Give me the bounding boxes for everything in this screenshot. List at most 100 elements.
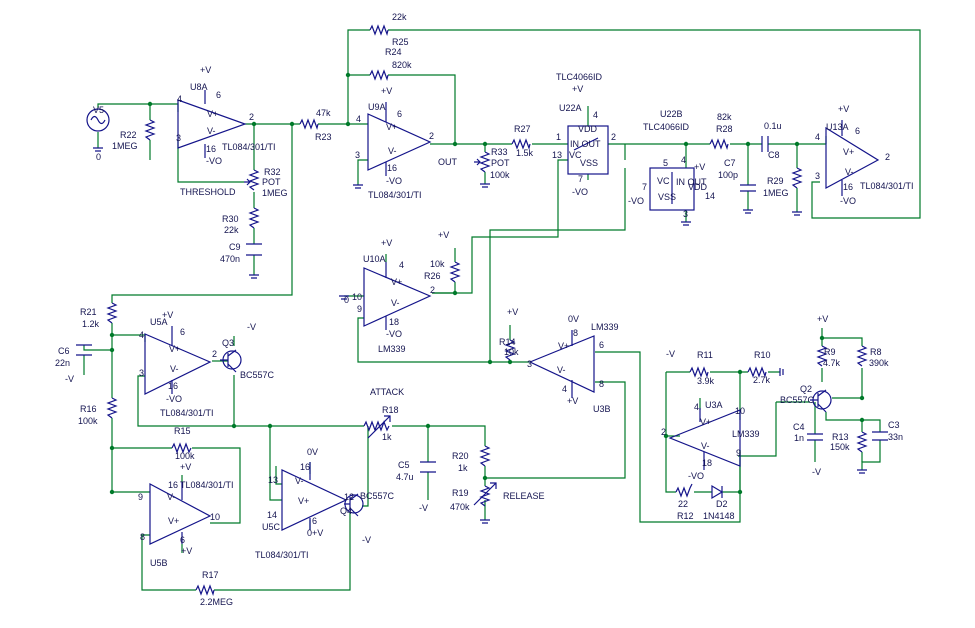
u3a-symbol [668,409,741,467]
label-u22bpv: +V [694,162,705,172]
label-u22bp4: 4 [681,155,686,165]
label-u8nv: -VO [206,156,222,166]
label-r9: R9 [824,347,836,357]
label-u3p6: 6 [599,340,604,350]
label-r32v: 1MEG [262,188,288,198]
label-u10p2: 2 [430,285,435,295]
label-u8vm: V- [207,126,216,136]
label-r15v: 100k [175,451,195,461]
label-release: RELEASE [503,491,545,501]
label-u9vp: V+ [386,122,397,132]
label-r11: R11 [697,350,713,360]
label-tlc1: TLC4066ID [556,72,603,82]
label-r8v: 390k [869,358,889,368]
label-pv4: +V [838,104,849,114]
label-u3part: LM339 [591,322,619,332]
label-u22p4: 4 [593,110,598,120]
label-u13nv: -VO [840,196,856,206]
label-r18: R18 [382,405,399,415]
label-u5cpart: TL084/301/TI [255,550,309,560]
r21-symbol [106,302,118,324]
label-u5cp13: 13 [268,475,278,485]
label-c5v: 4.7u [396,472,414,482]
r17-symbol [195,584,215,597]
r9-symbol [816,345,828,367]
label-r14v: 10k [504,347,519,357]
v5-source-symbol [86,108,110,132]
label-u5vp: V+ [169,344,180,354]
label-u9nv: -VO [386,176,402,186]
label-u13a: U13A [826,122,849,132]
r10-symbol [747,366,767,379]
label-nv3: -V [812,467,821,477]
r13-symbol [856,431,868,453]
label-u22bp7: 7 [642,182,647,192]
label-u3ap10: 10 [735,406,745,416]
label-r12v: 22 [678,499,688,509]
label-tlc2: TLC4066ID [643,122,690,132]
c4-symbol [807,433,823,441]
label-u10p18: 18 [389,317,399,327]
label-u5p16: 16 [168,381,178,391]
label-c9: C9 [229,242,241,252]
label-c3v: 33n [888,432,903,442]
label-u10p4: 4 [399,260,404,270]
r22-symbol [144,119,156,141]
r29-symbol [791,167,803,189]
label-u22a: U22A [559,103,582,113]
label-u13p4: 4 [815,132,820,142]
label-u8p4: 4 [177,94,182,104]
label-u5part: TL084/301/TI [160,408,214,418]
components [76,24,888,597]
u5b-symbol [149,483,212,545]
label-pv2: +V [381,86,392,96]
label-u5cp12: 12 [344,492,354,502]
label-u3vp: V+ [558,341,569,351]
label-c6: C6 [58,346,70,356]
label-u5p3: 3 [139,368,144,378]
label-r14: R14 [499,337,516,347]
label-r20: R20 [452,451,469,461]
label-u5nv: -VO [166,394,182,404]
r33-symbol [479,151,491,173]
label-u5vm: V- [170,364,179,374]
label-c7: C7 [724,158,736,168]
label-r10v: 2.7k [753,375,771,385]
label-u3a: U3A [705,400,723,410]
label-q3: Q3 [222,338,234,348]
label-u22bp5: 5 [663,158,668,168]
label-nv2: -V [666,349,675,359]
label-r29v: 1MEG [763,188,789,198]
label-r17v: 2.2MEG [200,597,233,607]
label-q4part: BC557C [360,491,395,501]
label-c6v: 22n [55,358,70,368]
label-r18v: 1k [382,432,392,442]
label-u3ap18: 18 [702,458,712,468]
label-u10a: U10A [363,254,386,264]
label-pv3: +V [572,84,583,94]
label-attack: ATTACK [370,387,404,397]
label-r33v: 100k [490,170,510,180]
r20-symbol [479,445,491,467]
label-r33t: POT [491,158,510,168]
r25-symbol [369,24,389,37]
label-r15: R15 [174,426,191,436]
label-u8p2: 2 [249,112,254,122]
label-u8p3: 3 [176,133,181,143]
label-c7v: 100p [718,170,738,180]
label-u3avp: V+ [700,417,711,427]
label-u22bio: IN OUT [676,177,707,187]
label-r16: R16 [80,404,97,414]
c8-symbol [761,136,769,152]
c9-symbol [246,243,262,256]
r16-symbol [106,397,118,419]
label-nv1: -V [65,374,74,384]
label-r28v: 82k [717,112,732,122]
label-r23v: 47k [316,108,331,118]
label-u22bvdd: VDD [688,182,708,192]
label-u5bp6: 6 [180,535,185,545]
r12-symbol [675,483,693,498]
label-pv8: +V [162,310,173,320]
label-out: OUT [438,157,458,167]
r8-symbol [856,345,868,367]
